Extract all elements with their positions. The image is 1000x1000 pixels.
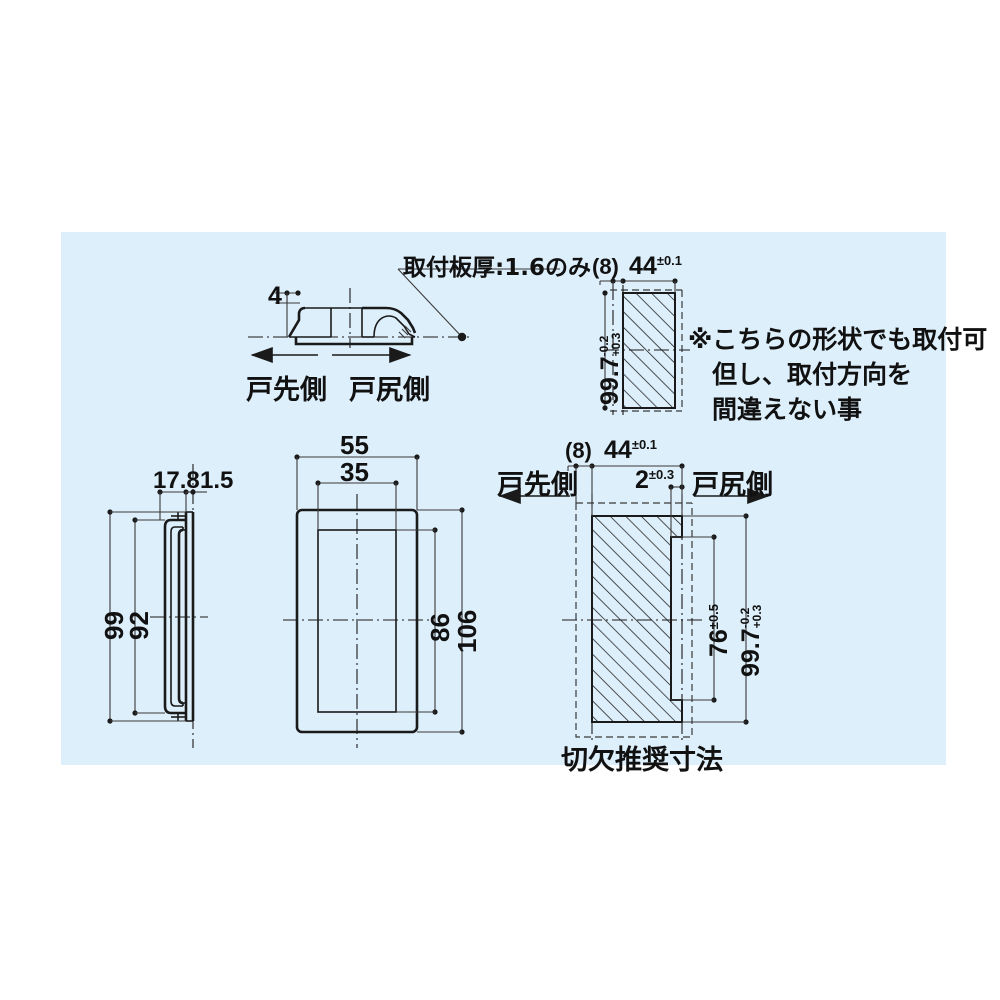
dim-side-flange-1_5: 1.5 bbox=[200, 467, 234, 494]
label-door-trailing-edge-top: 戸尻側 bbox=[349, 375, 430, 406]
note-alt-shape-line3: 間違えない事 bbox=[712, 395, 863, 424]
dim-alt-width-tolerance: ±0.1 bbox=[656, 253, 683, 268]
dim-side-inner-height-92: 92 bbox=[124, 611, 154, 640]
dim-front-inner-height-86: 86 bbox=[425, 613, 455, 642]
dim-alt-offset-8: (8) bbox=[592, 254, 619, 279]
note-mounting-plate-thickness: 取付板厚:1.6のみ bbox=[403, 255, 591, 281]
dim-cutout-outer-height-tolerance: -0.2+0.3 bbox=[738, 604, 765, 629]
label-door-leading-edge-top: 戸先側 bbox=[246, 375, 327, 406]
dim-alt-width-44: 44±0.1 bbox=[629, 254, 682, 279]
dim-alt-height-tolerance: -0.2+0.3 bbox=[597, 332, 624, 357]
dim-cutout-notch-value: 2 bbox=[635, 466, 649, 494]
dim-alt-height-tol-lower: +0.3 bbox=[609, 332, 624, 357]
dim-cutout-width-tolerance: ±0.1 bbox=[631, 437, 658, 452]
cutout-geometry bbox=[498, 463, 770, 742]
label-door-leading-edge-bottom: 戸先側 bbox=[497, 470, 578, 501]
note-alt-shape-line1: ※こちらの形状でも取付可 bbox=[688, 325, 988, 354]
dim-front-outer-height-106: 106 bbox=[452, 609, 482, 653]
alt-cutout-geometry bbox=[599, 278, 690, 415]
dim-cutout-inner-height-76: 76±0.5 bbox=[705, 603, 733, 657]
dim-cutout-width-44: 44±0.1 bbox=[604, 438, 657, 463]
dim-cutout-outer-height-value: 99.7 bbox=[737, 628, 765, 677]
dim-alt-width-value: 44 bbox=[629, 252, 657, 280]
dim-cutout-outer-height-tol-lower: +0.3 bbox=[750, 604, 765, 629]
section-top-left-geometry bbox=[248, 268, 560, 363]
caption-recommended-cutout: 切欠推奨寸法 bbox=[561, 745, 723, 776]
dim-front-outer-width-55: 55 bbox=[340, 430, 369, 460]
front-view-geometry bbox=[283, 454, 465, 748]
dim-cutout-inner-height-value: 76 bbox=[705, 629, 733, 657]
dim-cutout-inner-height-tolerance: ±0.5 bbox=[706, 603, 721, 630]
dim-alt-height-value: 99.7 bbox=[596, 356, 624, 405]
dim-cutout-offset-8: (8) bbox=[565, 438, 592, 463]
left-side-view-geometry bbox=[107, 464, 208, 748]
dim-front-inner-width-35: 35 bbox=[340, 457, 369, 487]
label-door-trailing-edge-bottom: 戸尻側 bbox=[692, 470, 773, 501]
dim-cutout-outer-height-99_7: 99.7-0.2+0.3 bbox=[737, 604, 765, 677]
dim-alt-height-99_7: 99.7-0.2+0.3 bbox=[596, 332, 624, 405]
note-alt-shape-line2: 但し、取付方向を bbox=[712, 360, 913, 389]
dim-cutout-notch-2: 2±0.3 bbox=[635, 468, 674, 493]
dim-section-height-4: 4 bbox=[268, 282, 282, 310]
dim-cutout-notch-tolerance: ±0.3 bbox=[648, 467, 675, 482]
dim-side-depth-17_8: 17.8 bbox=[153, 467, 200, 494]
dim-cutout-width-value: 44 bbox=[604, 436, 632, 464]
